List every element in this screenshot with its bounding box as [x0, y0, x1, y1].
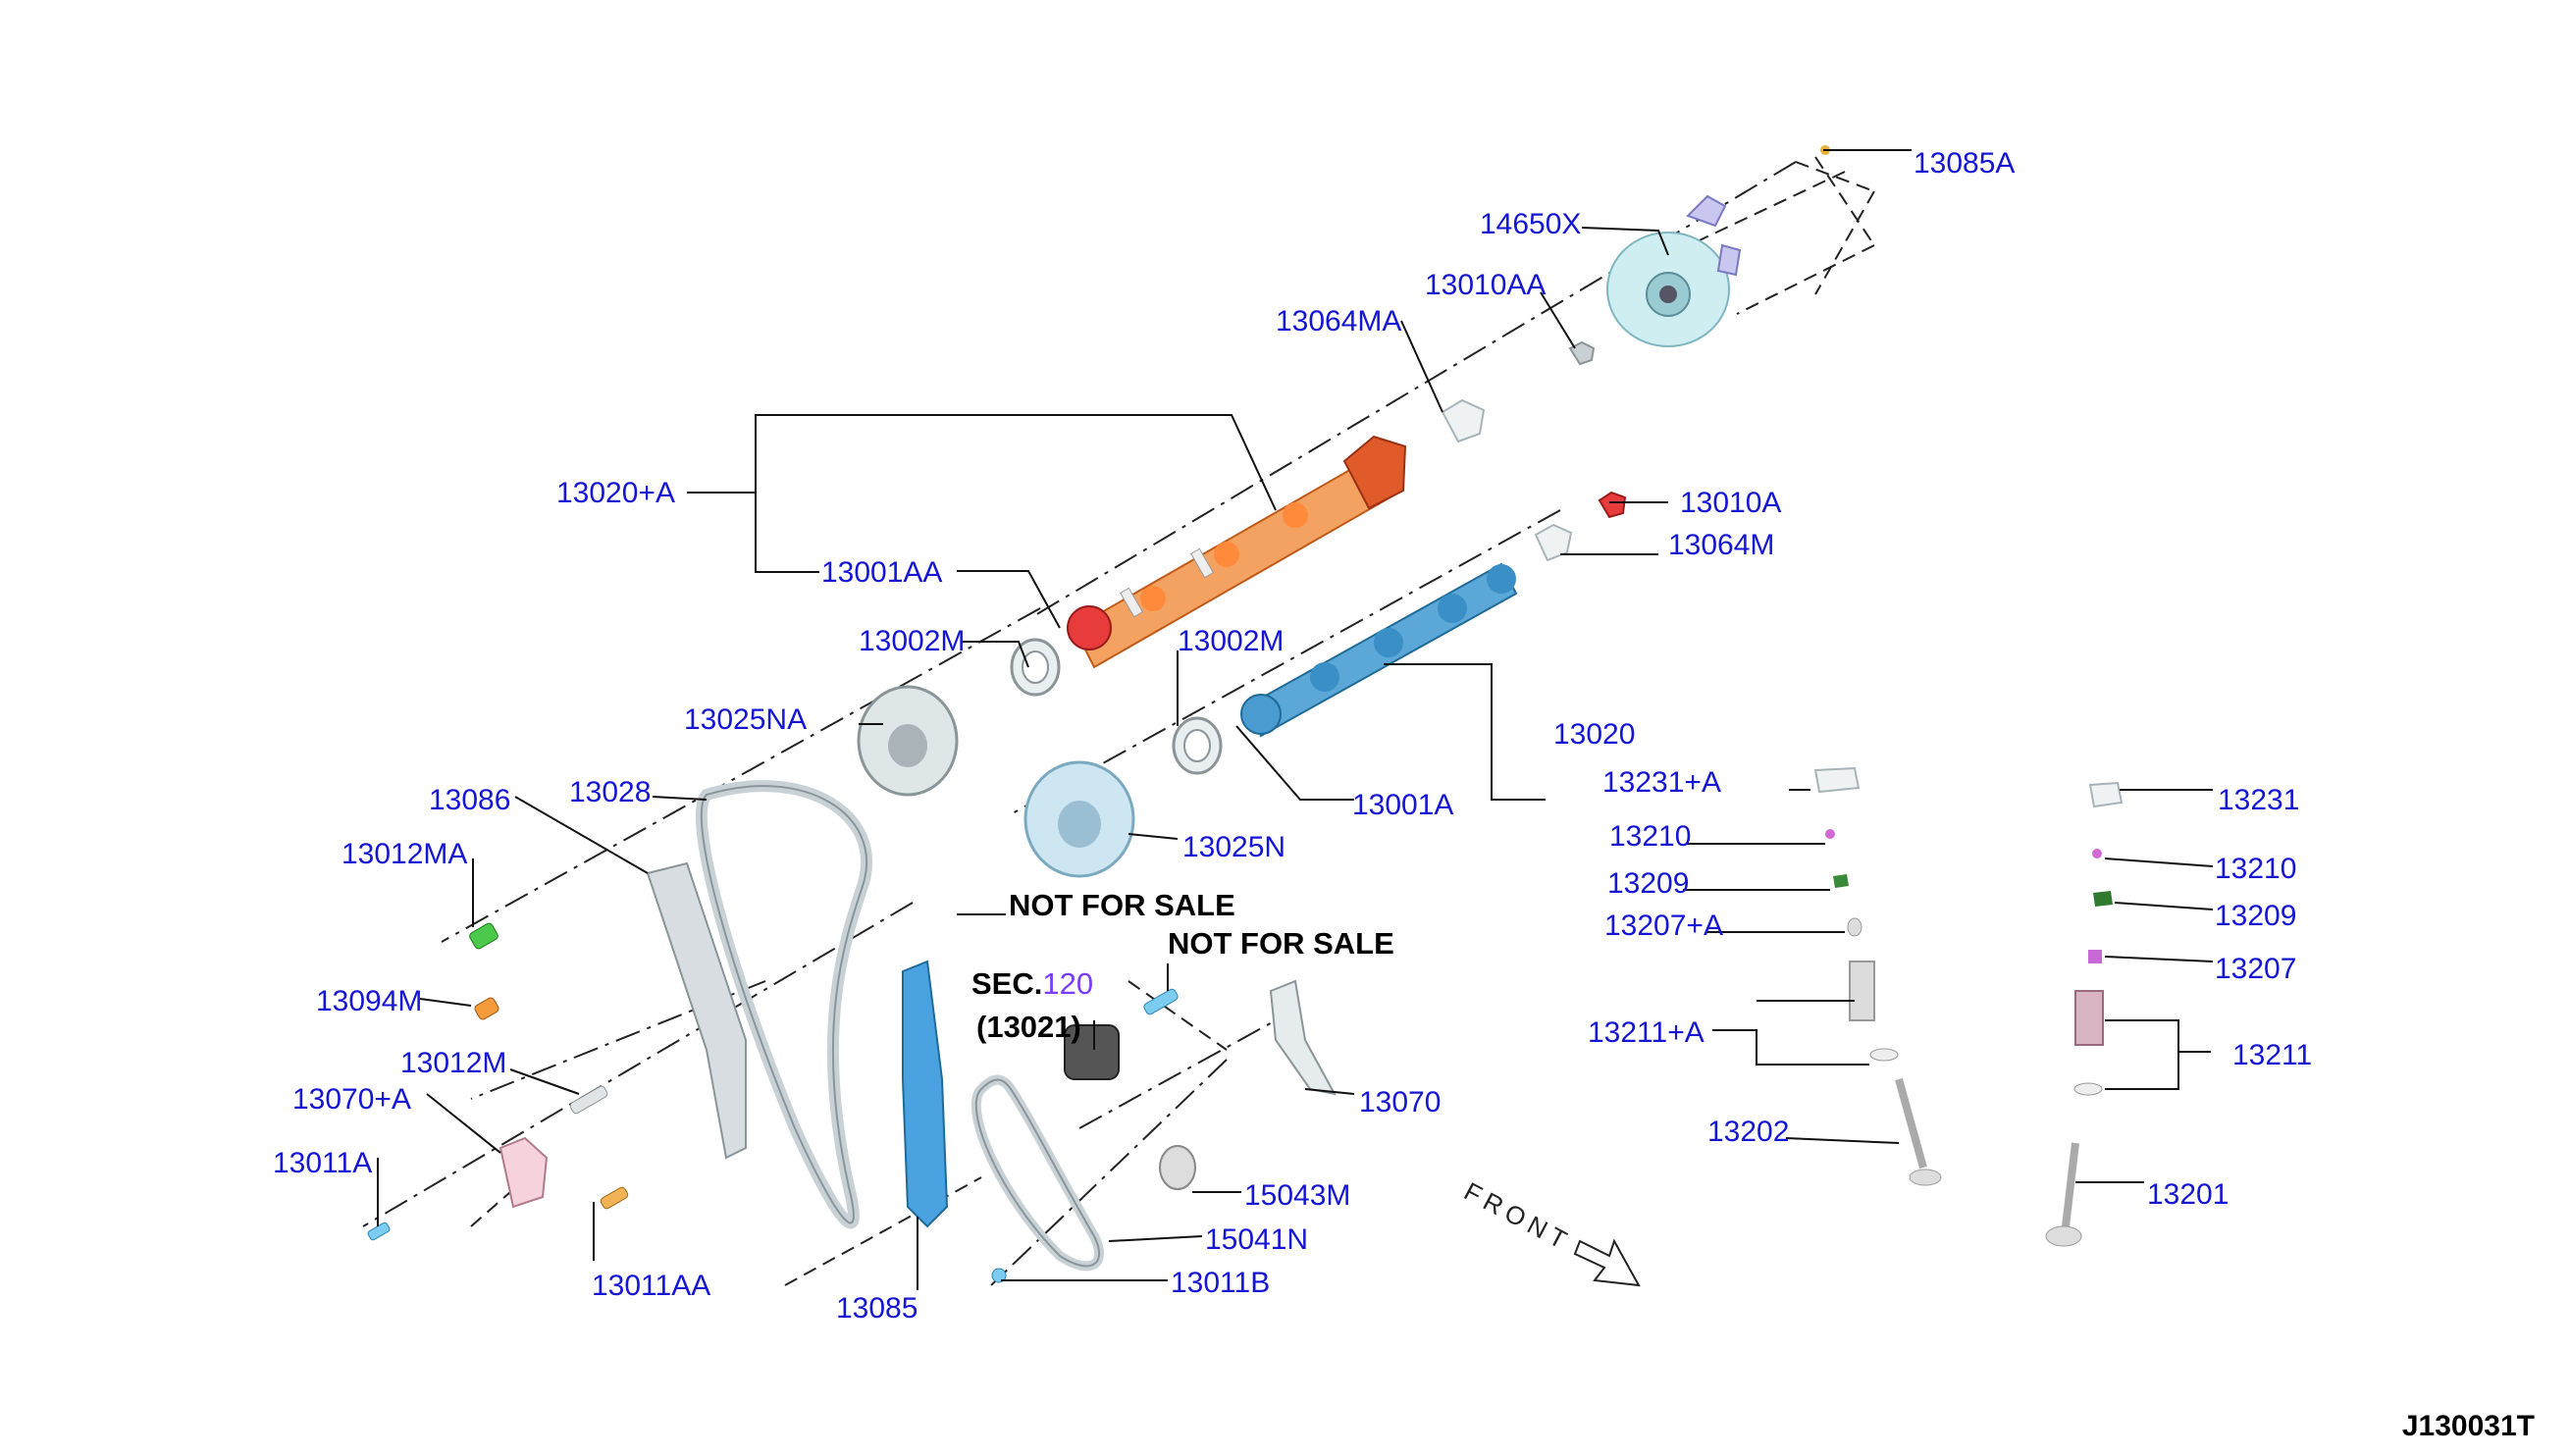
- label-13020[interactable]: 13020: [1553, 718, 1635, 751]
- label-13085A[interactable]: 13085A: [1914, 147, 2015, 180]
- label-13011A[interactable]: 13011A: [273, 1147, 372, 1179]
- label-13086[interactable]: 13086: [429, 784, 510, 816]
- label-13211-A[interactable]: 13211+A: [1588, 1016, 1705, 1049]
- sec-sub: (13021): [976, 1010, 1081, 1044]
- label-13012M[interactable]: 13012M: [400, 1047, 506, 1079]
- leader-lines: [377, 149, 2214, 1290]
- exhaust-camshaft: [1240, 340, 1627, 738]
- label-13064MA[interactable]: 13064MA: [1276, 305, 1401, 338]
- label-13064M[interactable]: 13064M: [1668, 529, 1774, 561]
- label-13001AA[interactable]: 13001AA: [821, 556, 942, 589]
- sprockets: [857, 638, 1223, 1190]
- label-14650X[interactable]: 14650X: [1480, 208, 1581, 240]
- label-13012MA[interactable]: 13012MA: [341, 838, 467, 870]
- not-for-sale-note-1: NOT FOR SALE: [1009, 888, 1235, 922]
- label-13211[interactable]: 13211: [2232, 1039, 2312, 1071]
- label-13028[interactable]: 13028: [569, 776, 651, 808]
- not-for-sale-notes: NOT FOR SALE NOT FOR SALE: [957, 888, 1394, 991]
- label-15043M[interactable]: 15043M: [1244, 1179, 1350, 1212]
- vacuum-pump: [1606, 145, 1830, 347]
- timing-chains: [695, 780, 1104, 1272]
- label-13010AA[interactable]: 13010AA: [1425, 269, 1546, 301]
- label-13002M-b[interactable]: 13002M: [1178, 625, 1284, 657]
- label-13025N[interactable]: 13025N: [1182, 831, 1285, 863]
- label-13209-left[interactable]: 13209: [1607, 867, 1689, 900]
- diagram-code: J130031T: [2402, 1410, 2535, 1442]
- part-labels: 13085A 14650X 13010AA 13064MA 13020+A 13…: [273, 147, 2312, 1325]
- label-13085[interactable]: 13085: [836, 1292, 918, 1325]
- label-15041N[interactable]: 15041N: [1205, 1223, 1308, 1256]
- sec-reference[interactable]: SEC.120: [971, 966, 1093, 1001]
- label-13231[interactable]: 13231: [2218, 784, 2299, 816]
- label-13210-right[interactable]: 13210: [2215, 853, 2296, 885]
- label-13010A[interactable]: 13010A: [1680, 487, 1781, 519]
- label-13094M[interactable]: 13094M: [316, 985, 422, 1017]
- label-13002M-a[interactable]: 13002M: [859, 625, 965, 657]
- label-13209-right[interactable]: 13209: [2215, 900, 2296, 932]
- label-13025NA[interactable]: 13025NA: [684, 703, 807, 736]
- chain-guides: [498, 861, 1337, 1228]
- label-13070-A[interactable]: 13070+A: [292, 1083, 411, 1116]
- label-13011AA[interactable]: 13011AA: [592, 1270, 710, 1302]
- valve-parts-right: [2045, 781, 2124, 1247]
- section-reference[interactable]: SEC.120 (13021): [971, 966, 1093, 1044]
- center-lines: [362, 156, 1875, 1286]
- svg-text:FRONT: FRONT: [1459, 1176, 1577, 1258]
- intake-camshaft: [1067, 435, 1407, 669]
- label-13207-A[interactable]: 13207+A: [1604, 910, 1723, 942]
- not-for-sale-note-2: NOT FOR SALE: [1168, 926, 1394, 961]
- label-13020-A[interactable]: 13020+A: [556, 477, 675, 509]
- label-13202[interactable]: 13202: [1707, 1116, 1789, 1148]
- sec-number: 120: [1042, 966, 1093, 1001]
- label-13011B[interactable]: 13011B: [1171, 1267, 1270, 1299]
- label-13070[interactable]: 13070: [1359, 1086, 1441, 1118]
- label-13207[interactable]: 13207: [2215, 953, 2296, 985]
- valve-parts-left: [1813, 766, 1942, 1186]
- sec-prefix: SEC.: [971, 966, 1042, 1001]
- label-13001A[interactable]: 13001A: [1352, 789, 1453, 821]
- front-arrow: FRONT: [1459, 1176, 1641, 1287]
- label-13231-A[interactable]: 13231+A: [1602, 766, 1721, 799]
- bolts: [367, 922, 1179, 1283]
- label-13210-left[interactable]: 13210: [1609, 820, 1691, 853]
- label-13201[interactable]: 13201: [2147, 1178, 2229, 1211]
